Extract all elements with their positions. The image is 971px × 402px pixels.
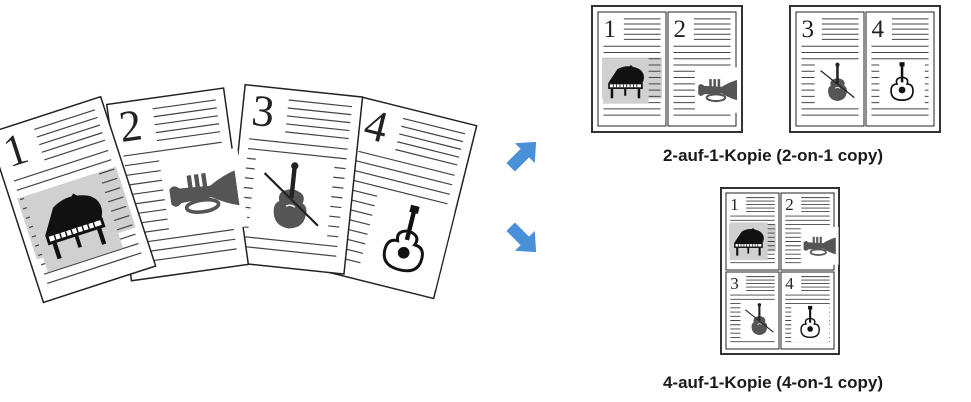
piano-icon: [729, 222, 768, 261]
page-number-1: 1: [603, 16, 616, 43]
page-number-3: 3: [801, 16, 814, 43]
trumpet-icon: [159, 147, 249, 238]
two-on-one-page-4: 4: [865, 11, 935, 127]
two-on-one-page-3: 3: [795, 11, 865, 127]
piano-icon: [23, 172, 124, 273]
source-page-4: 4: [318, 96, 478, 300]
page-number-1: 1: [730, 195, 738, 214]
guitar-icon: [879, 60, 925, 107]
caption-2-on-1: 2-auf-1-Kopie (2-on-1 copy): [662, 146, 884, 165]
four-on-one-page-2: 2: [780, 192, 839, 271]
page-number-3: 3: [730, 274, 738, 293]
four-on-one-sheet: 1 2 3 4: [720, 187, 840, 355]
arrows: [506, 141, 537, 253]
trumpet-icon: [800, 227, 839, 265]
violin-icon: [740, 301, 779, 340]
violin-icon: [248, 154, 335, 242]
page-number-4: 4: [785, 274, 794, 293]
page-number-2: 2: [785, 195, 793, 214]
two-on-one-page-1: 1: [597, 11, 667, 127]
source-page-3: 3: [225, 83, 364, 275]
source-page-1: 1: [0, 95, 157, 304]
four-on-one-page-4: 4: [780, 271, 835, 350]
piano-icon: [603, 58, 649, 104]
two-on-one-page-2: 2: [667, 11, 741, 127]
page-number-2: 2: [673, 16, 686, 43]
four-on-one-page-3: 3: [725, 271, 780, 350]
four-on-one-output: 1 2 3 4: [720, 187, 840, 355]
violin-icon: [814, 60, 861, 107]
page-number-3: 3: [249, 85, 276, 137]
arrow-up-right-icon: [506, 141, 537, 172]
trumpet-icon: [694, 67, 741, 113]
guitar-icon: [791, 304, 830, 343]
arrow-down-right-icon: [506, 222, 537, 253]
page-number-4: 4: [871, 16, 884, 43]
four-on-one-page-1: 1: [725, 192, 780, 271]
guitar-icon: [358, 193, 455, 290]
caption-4-on-1: 4-auf-1-Kopie (4-on-1 copy): [662, 373, 884, 392]
